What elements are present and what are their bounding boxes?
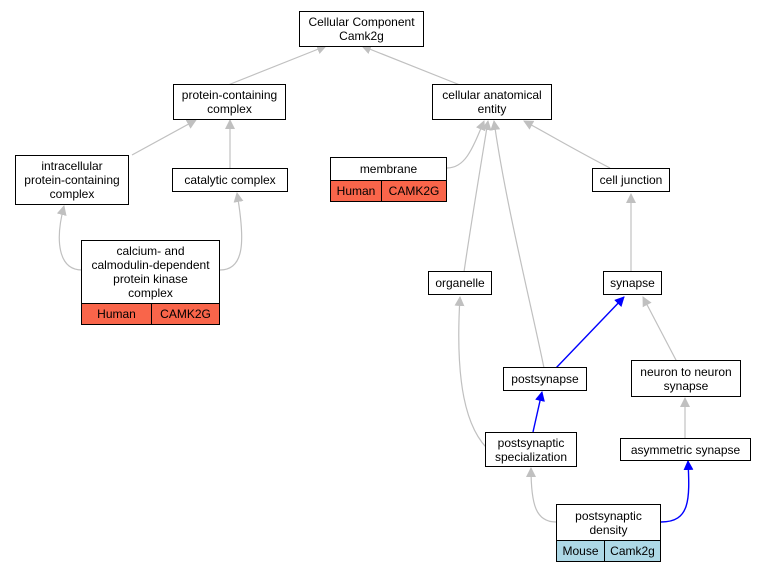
node-cellular-anatomical-entity[interactable]: cellular anatomical entity	[432, 84, 552, 120]
node-cellular-component[interactable]: Cellular Component Camk2g	[299, 11, 424, 47]
gene-cell: CAMK2G	[381, 181, 446, 201]
node-label: organelle	[435, 276, 485, 290]
edge-membrane-to-cae	[446, 120, 486, 169]
node-postsynapse[interactable]: postsynapse	[503, 367, 587, 391]
edge-organelle-to-cae	[463, 120, 492, 273]
edge-kinase-to-ippc	[56, 205, 83, 271]
edge-ippc-to-pcc	[131, 119, 197, 156]
node-label: cell junction	[599, 173, 663, 187]
edge-postsynapse-to-cae	[490, 120, 545, 369]
node-catalytic-complex[interactable]: catalytic complex	[172, 168, 288, 192]
edge-pcc-to-cc	[227, 44, 327, 86]
node-postsynaptic-density[interactable]: postsynaptic density Mouse Camk2g	[556, 504, 661, 562]
node-neuron-to-neuron-synapse[interactable]: neuron to neuron synapse	[631, 360, 741, 397]
edge-pdensity-to-pspec	[526, 467, 557, 523]
annotation-row: Human CAMK2G	[331, 180, 446, 201]
edge-pdensity-to-asym	[660, 460, 694, 523]
node-label: calcium- and calmodulin-dependent protei…	[91, 244, 210, 300]
node-label: protein-containing complex	[181, 88, 278, 116]
node-cell-junction[interactable]: cell junction	[592, 168, 670, 192]
edge-postsynapse-to-synapse	[555, 296, 625, 369]
node-label: Cellular Component Camk2g	[308, 15, 415, 43]
gene-cell: Camk2g	[604, 541, 660, 561]
node-intracellular-protein-containing-complex[interactable]: intracellular protein-containing complex	[15, 155, 129, 205]
edge-n2n-to-synapse	[642, 296, 678, 363]
node-postsynaptic-specialization[interactable]: postsynaptic specialization	[485, 432, 577, 467]
gene-cell: CAMK2G	[151, 304, 219, 324]
node-label: cellular anatomical entity	[442, 88, 542, 116]
edge-kinase-to-catalytic	[219, 192, 244, 271]
edge-pspec-to-postsynapse	[532, 391, 545, 433]
node-label: postsynapse	[511, 372, 579, 386]
annotation-row: Mouse Camk2g	[557, 540, 660, 561]
node-synapse[interactable]: synapse	[603, 271, 662, 295]
node-calcium-kinase-complex[interactable]: calcium- and calmodulin-dependent protei…	[81, 240, 220, 325]
node-organelle[interactable]: organelle	[428, 271, 492, 295]
node-label: postsynaptic density	[575, 508, 642, 537]
node-asymmetric-synapse[interactable]: asymmetric synapse	[620, 438, 751, 461]
node-protein-containing-complex[interactable]: protein-containing complex	[173, 84, 286, 120]
node-label: neuron to neuron synapse	[640, 364, 732, 393]
species-cell: Human	[331, 181, 381, 201]
edge-psd-to-organelle	[454, 296, 492, 453]
node-label: membrane	[359, 162, 418, 176]
node-label: catalytic complex	[184, 173, 276, 187]
node-membrane[interactable]: membrane Human CAMK2G	[330, 157, 447, 202]
edge-cae-to-cc	[361, 44, 461, 86]
annotation-row: Human CAMK2G	[82, 303, 219, 324]
node-label: synapse	[610, 276, 655, 290]
node-label: intracellular protein-containing complex	[24, 159, 120, 201]
node-label: postsynaptic specialization	[494, 435, 568, 464]
species-cell: Human	[82, 304, 151, 324]
edge-junction-to-cae	[523, 120, 611, 169]
species-cell: Mouse	[557, 541, 604, 561]
node-label: asymmetric synapse	[630, 442, 741, 457]
